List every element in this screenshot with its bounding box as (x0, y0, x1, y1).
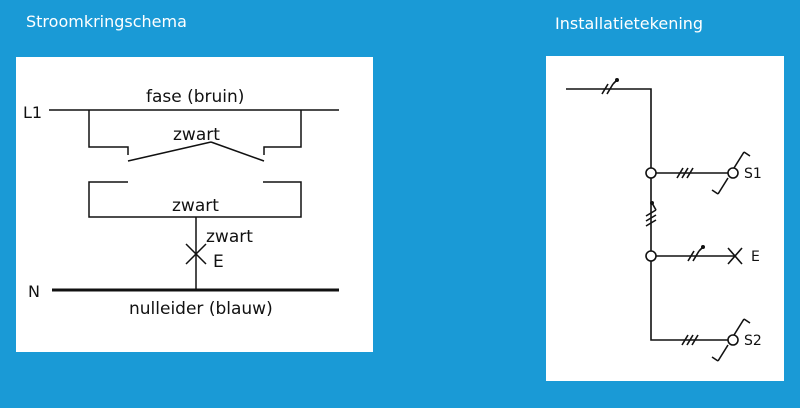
circuit-diagram-panel: L1 N fase (bruin) zwart zwart zwart E nu… (16, 57, 373, 352)
traveller-wire-bottom (88, 181, 302, 218)
tick-s2-1 (681, 334, 689, 346)
s2-lever-bottom (717, 344, 729, 362)
lamp-symbol-stroke-b (185, 243, 207, 265)
switch-s1-contact (727, 167, 739, 179)
tick-incoming-1 (601, 83, 609, 95)
tick-s1-3 (686, 167, 694, 179)
earth-dot-trunk (650, 201, 654, 205)
tick-incoming-2 (606, 83, 614, 95)
s1-lever-bottom (717, 177, 729, 195)
label-s1: S1 (744, 166, 762, 182)
label-neutral: nulleider (blauw) (129, 299, 273, 319)
junction-middle (645, 250, 657, 262)
s2-lever-top-tip (743, 318, 751, 324)
left-upper-wire (88, 110, 129, 155)
left-switch-blade (127, 141, 212, 162)
s1-lever-bottom-tip (711, 189, 719, 195)
tick-e-1 (687, 250, 695, 262)
circuit-diagram: L1 N fase (bruin) zwart zwart zwart E nu… (23, 87, 339, 319)
label-phase: fase (bruin) (146, 87, 244, 107)
earth-dot-lamp (701, 245, 705, 249)
label-e: E (751, 249, 760, 265)
tick-e-2 (692, 250, 700, 262)
s2-lever-bottom-tip (711, 356, 719, 362)
label-wire-bottom: zwart (172, 196, 219, 216)
right-switch-blade (210, 141, 265, 162)
label-l1: L1 (23, 103, 42, 122)
trunk-lower (650, 261, 728, 341)
tick-trunk-3 (645, 209, 657, 217)
tick-s1-1 (676, 167, 684, 179)
installation-drawing-panel: S1 E S2 (546, 56, 784, 381)
title-circuit-diagram: Stroomkringschema (26, 12, 187, 31)
label-wire-top: zwart (173, 125, 220, 145)
tick-s1-2 (681, 167, 689, 179)
label-lamp: E (213, 252, 224, 272)
label-s2: S2 (744, 333, 762, 349)
junction-top (645, 167, 657, 179)
tick-trunk-2 (645, 214, 657, 222)
s1-lever-top-tip (743, 151, 751, 157)
incoming-wire (566, 88, 652, 168)
title-installation-drawing: Installatietekening (555, 14, 704, 33)
installation-drawing: S1 E S2 (566, 78, 762, 362)
label-wire-lamp: zwart (206, 227, 253, 247)
right-upper-wire (263, 110, 302, 155)
s2-lever-top (733, 318, 745, 336)
tick-s2-2 (686, 334, 694, 346)
tick-s2-3 (691, 334, 699, 346)
switch-s2-contact (727, 334, 739, 346)
s1-lever-top (733, 151, 745, 169)
tick-trunk-1 (645, 219, 657, 227)
lamp-x-b (727, 247, 743, 265)
label-n: N (28, 282, 40, 301)
earth-dot-incoming (615, 78, 619, 82)
